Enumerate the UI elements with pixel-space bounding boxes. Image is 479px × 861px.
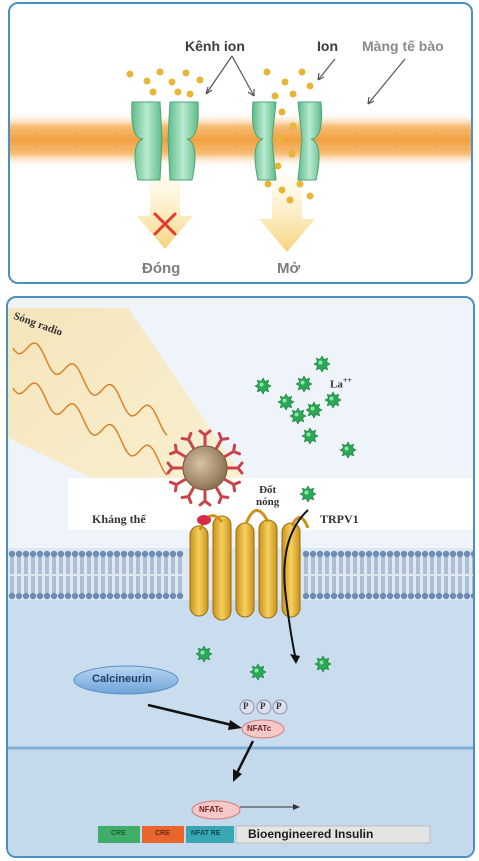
closed-ion-channel xyxy=(131,101,199,181)
radio-waves xyxy=(12,342,168,476)
phosphate-groups xyxy=(239,699,288,715)
lanthanum-ion xyxy=(314,655,332,673)
nfatc-nuclear-label: NFATc xyxy=(199,805,224,814)
lanthanum-ion xyxy=(299,485,317,503)
calcineurin xyxy=(73,665,179,695)
nfatc-nuclear xyxy=(191,800,241,820)
trpv1-mechanism-panel: Sóng radio La++ Đốt nóng Kháng thể TRPV1… xyxy=(6,296,475,858)
nfatc-protein xyxy=(241,719,285,739)
gene-label-cre-2: CRE xyxy=(155,830,170,837)
lanthanum-ion xyxy=(295,375,313,393)
lanthanum-label: La++ xyxy=(330,376,352,391)
lanthanum-ion xyxy=(254,377,272,395)
antibody-nanoparticle xyxy=(166,429,244,525)
gene-label-nfat-re: NFAT RE xyxy=(191,830,221,837)
open-ion-channel xyxy=(252,101,322,181)
lanthanum-ion xyxy=(195,645,213,663)
calcineurin-arrow xyxy=(147,703,237,728)
lanthanum-ion xyxy=(249,663,267,681)
lanthanum-ion xyxy=(277,393,295,411)
gene-label-cre-1: CRE xyxy=(111,830,126,837)
cell-membrane-label: Màng tế bào xyxy=(362,38,444,54)
lanthanum-ions xyxy=(195,355,357,681)
ion-entry-arrow xyxy=(283,509,309,661)
open-label: Mở xyxy=(277,260,301,277)
ion-particles xyxy=(126,68,314,204)
nuclear-translocation-arrow xyxy=(234,740,255,776)
blocked-x-icon xyxy=(153,212,177,236)
ion-label: Ion xyxy=(317,38,338,54)
phosphate-label-2: P xyxy=(260,701,266,711)
cytoplasm xyxy=(8,598,473,748)
calcineurin-label: Calcineurin xyxy=(92,673,152,685)
trpv1-label: TRPV1 xyxy=(320,512,359,526)
label-pointers xyxy=(205,55,406,105)
phosphate-label-3: P xyxy=(276,701,282,711)
phosphate-label-1: P xyxy=(243,701,249,711)
closed-label: Đóng xyxy=(142,260,181,277)
lanthanum-ion xyxy=(289,407,307,425)
cell-membrane xyxy=(10,112,471,168)
closed-flow-arrow xyxy=(137,174,193,249)
gene-label-insulin: Bioengineered Insulin xyxy=(248,827,374,841)
heating-label: Đốt nóng xyxy=(256,484,280,508)
lanthanum-ion xyxy=(301,427,319,445)
lanthanum-ion xyxy=(305,401,323,419)
gene-construct xyxy=(98,825,431,844)
trpv1-mechanism-diagram xyxy=(8,308,473,856)
lanthanum-ion xyxy=(339,441,357,459)
antibody-label: Kháng thể xyxy=(92,512,146,526)
lanthanum-ion xyxy=(313,355,331,373)
ion-channel-panel: Kênh ion Ion Màng tế bào Đóng Mở xyxy=(8,2,473,284)
ion-channel-diagram xyxy=(10,55,471,252)
open-flow-arrow xyxy=(259,176,315,252)
lanthanum-ion xyxy=(324,391,342,409)
radio-wave xyxy=(12,342,168,436)
ion-channel-label: Kênh ion xyxy=(185,38,245,54)
nfatc-label: NFATc xyxy=(247,724,272,733)
radio-wave xyxy=(12,382,168,476)
